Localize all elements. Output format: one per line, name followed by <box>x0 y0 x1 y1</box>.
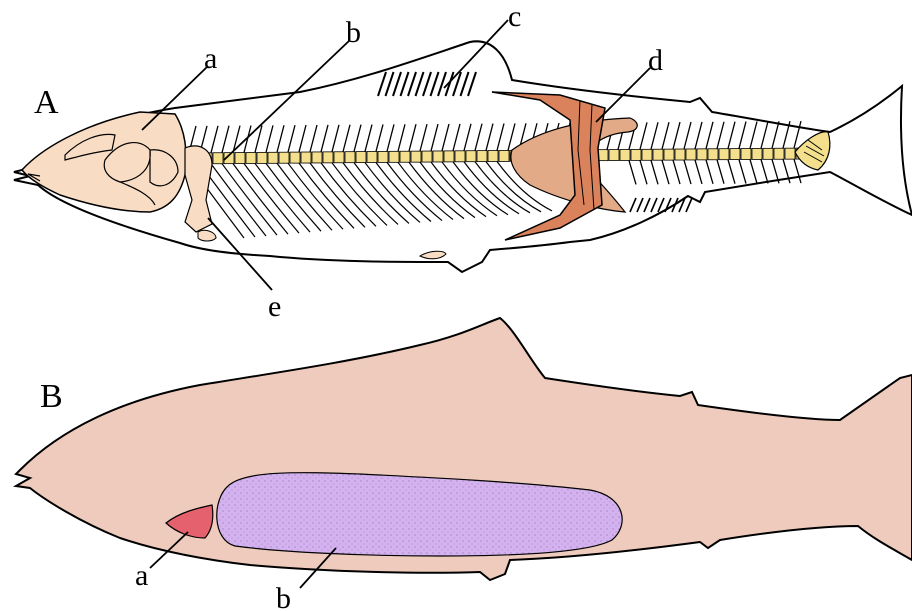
vertebra <box>686 149 696 160</box>
panel-a: A a b c d e <box>14 0 912 323</box>
anal-ray <box>686 198 692 212</box>
panel-a-label: A <box>34 84 59 121</box>
vertebra <box>345 152 355 163</box>
vertebra <box>433 151 443 162</box>
vertebra <box>323 152 333 163</box>
vertebra <box>730 149 740 160</box>
vertebra <box>477 151 487 162</box>
vertebra <box>741 149 751 160</box>
vertebra <box>763 148 773 159</box>
vertebra <box>411 151 421 162</box>
vertebra <box>631 149 641 160</box>
panel-b: B a b <box>16 318 912 611</box>
vertebra <box>400 151 410 162</box>
vertebra <box>213 153 223 164</box>
vertebra <box>653 149 663 160</box>
callout-b-a-label: a <box>135 559 148 592</box>
vertebra <box>697 149 707 160</box>
vertebra <box>719 149 729 160</box>
vertebra <box>488 151 498 162</box>
callout-c-label: c <box>508 0 521 33</box>
callout-e-label: e <box>268 290 281 323</box>
vertebra <box>312 152 322 163</box>
vertebra <box>774 148 784 159</box>
vertebra <box>499 150 509 161</box>
vertebra <box>389 151 399 162</box>
vertebra <box>664 149 674 160</box>
callout-b-label: b <box>346 16 361 49</box>
vertebra <box>422 151 432 162</box>
vertebra <box>455 151 465 162</box>
callout-a-label: a <box>204 42 217 75</box>
vertebra <box>708 149 718 160</box>
panel-b-label: B <box>40 378 63 415</box>
vertebra <box>785 148 795 159</box>
vertebra <box>268 152 278 163</box>
vertebra <box>675 149 685 160</box>
vertebra <box>301 152 311 163</box>
callout-b-b-label: b <box>276 582 291 611</box>
vertebra <box>642 149 652 160</box>
vertebra <box>356 152 366 163</box>
vertebra <box>466 151 476 162</box>
callout-d-label: d <box>648 44 663 77</box>
vertebra <box>279 152 289 163</box>
vertebra <box>257 152 267 163</box>
vertebra <box>609 150 619 161</box>
vertebra <box>290 152 300 163</box>
vertebra <box>235 153 245 164</box>
vertebra <box>444 151 454 162</box>
vertebra <box>752 148 762 159</box>
vertebra <box>620 149 630 160</box>
vertebra <box>334 152 344 163</box>
vertebra <box>367 152 377 163</box>
vertebra <box>378 151 388 162</box>
vertebra <box>246 152 256 163</box>
